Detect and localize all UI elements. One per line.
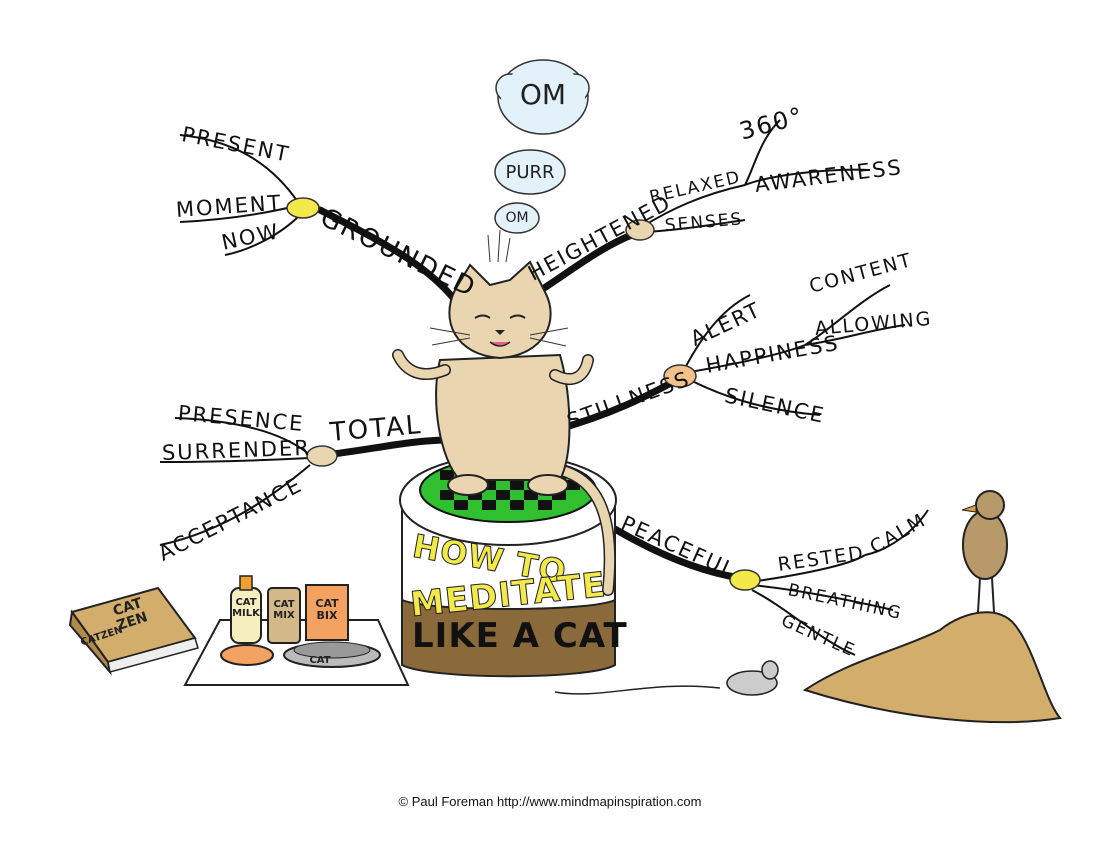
thought-purr: PURR: [505, 162, 555, 183]
branch-total: TOTAL: [328, 409, 424, 448]
paw-icon: [625, 219, 655, 241]
sub-surrender: SURRENDER: [161, 435, 312, 465]
thought-om-small: OM: [505, 210, 529, 226]
center-title-line3: LIKE A CAT: [412, 616, 628, 656]
paw-icon: [306, 445, 338, 467]
mouse: [554, 660, 779, 696]
bowl-label: CAT: [309, 655, 331, 666]
thought-cloud-om-small: [494, 202, 540, 234]
paw-icon: [663, 364, 697, 388]
copyright-notice: © Paul Foreman http://www.mindmapinspira…: [398, 794, 702, 809]
paw-icon: [286, 197, 320, 219]
bix-label: CAT BIX: [315, 597, 339, 622]
bird: [961, 490, 1008, 613]
dirt-mound: [802, 611, 1062, 724]
thought-cloud-purr: [494, 149, 566, 195]
thought-om-big: OM: [519, 78, 567, 111]
thought-cloud-om-big: [495, 59, 590, 135]
paw-nodes: [286, 197, 761, 591]
mix-label: CAT MIX: [273, 599, 295, 621]
food-table: [183, 575, 410, 686]
paw-icon: [729, 569, 761, 591]
meditating-cat: [392, 229, 616, 596]
milk-label: CAT MILK: [232, 597, 260, 619]
cat-zen-book: [68, 586, 199, 676]
